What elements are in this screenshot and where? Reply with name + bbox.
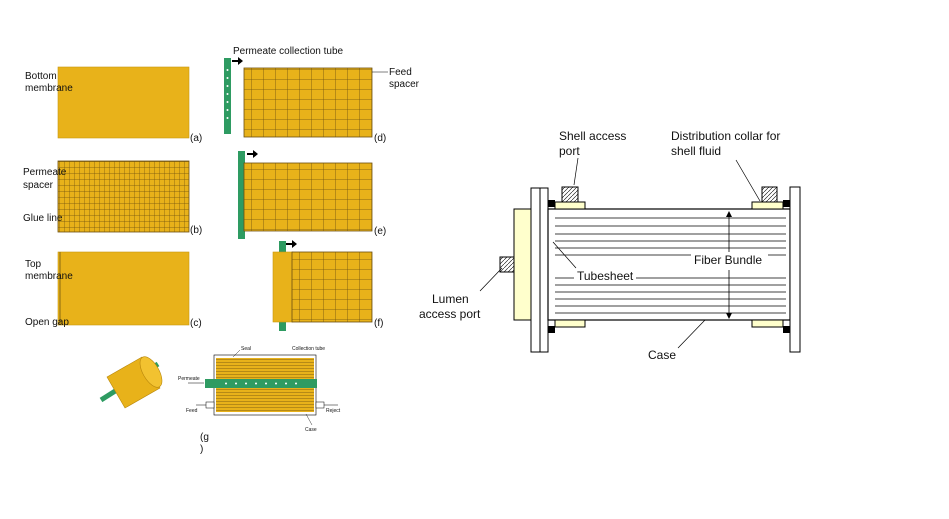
lumen-access-port bbox=[499, 256, 515, 273]
arrow-f-icon bbox=[286, 240, 297, 248]
shell-access-port-left bbox=[561, 186, 579, 203]
tubesheet-leader bbox=[552, 241, 577, 269]
arrow-d-icon bbox=[232, 57, 243, 65]
lumen-end-cap bbox=[513, 208, 532, 321]
feed-port bbox=[205, 401, 215, 409]
panel-e: (e) bbox=[238, 150, 386, 239]
panel-b-label: (b) bbox=[190, 225, 202, 236]
bottom-membrane bbox=[57, 66, 190, 139]
permeate-collection-tube bbox=[224, 58, 231, 134]
glue-line-label: Glue line bbox=[23, 213, 63, 224]
flange-bolt-icon bbox=[783, 326, 790, 333]
left-flange-inner bbox=[539, 187, 549, 353]
feed-spacer-d bbox=[243, 67, 373, 138]
panel-c-label: (c) bbox=[190, 318, 202, 329]
distribution-collar-left-top bbox=[554, 201, 586, 210]
case-label-g: Case bbox=[305, 427, 317, 433]
shell-access-port-right bbox=[761, 186, 778, 203]
collar-label-1: Distribution collar for bbox=[671, 129, 780, 143]
permeate-spacer bbox=[57, 160, 190, 233]
reject-label: Reject bbox=[326, 408, 341, 414]
panel-c: Top membrane Open gap (c) bbox=[25, 251, 202, 329]
open-gap-label: Open gap bbox=[25, 317, 69, 328]
top-membrane bbox=[57, 251, 190, 326]
panel-a-label: (a) bbox=[190, 133, 202, 144]
case-leader bbox=[305, 413, 313, 426]
lumen-port-label-1: Lumen bbox=[432, 292, 469, 306]
lumen-port-leader bbox=[479, 267, 503, 292]
panel-f-label: (f) bbox=[374, 318, 383, 329]
collar-leader bbox=[735, 159, 761, 202]
feed-spacer-f bbox=[291, 251, 373, 323]
shell-port-label-1: Shell access bbox=[559, 129, 626, 143]
feed-spacer-label-2: spacer bbox=[389, 79, 420, 90]
distribution-collar-right-top bbox=[751, 201, 784, 210]
case-leader bbox=[677, 319, 706, 349]
top-membrane-label-1: Top bbox=[25, 259, 42, 270]
distribution-collar-left-bottom bbox=[554, 319, 586, 328]
seal-label: Seal bbox=[241, 346, 251, 352]
panel-f: (f) bbox=[272, 240, 383, 331]
collar-label-2: shell fluid bbox=[671, 144, 721, 158]
panel-d: Permeate collection tube Feed spacer (d) bbox=[224, 46, 420, 144]
spiral-module-cylinder bbox=[99, 356, 163, 409]
flange-bolt-icon bbox=[548, 200, 555, 207]
spiral-module-housing: Seal Collection tube Permeate Feed Rejec… bbox=[178, 346, 341, 455]
left-figure: Bottom membrane (a) Permeate spacer Glue… bbox=[23, 46, 420, 455]
feed-spacer-e bbox=[243, 162, 373, 232]
permeate-spacer-label-1: Permeate bbox=[23, 167, 67, 178]
bottom-membrane-label-2: membrane bbox=[25, 83, 73, 94]
arrow-up-icon bbox=[726, 211, 732, 217]
flange-bolt-icon bbox=[783, 200, 790, 207]
distribution-collar-right-bottom bbox=[751, 319, 784, 328]
panel-d-label: (d) bbox=[374, 133, 386, 144]
fiber-bundle-label-bg bbox=[691, 252, 768, 268]
rolled-membrane-f bbox=[272, 251, 294, 323]
bottom-membrane-label-1: Bottom bbox=[25, 71, 57, 82]
permeate-tube-label: Permeate collection tube bbox=[233, 46, 344, 57]
tubesheet-label-bg bbox=[574, 267, 636, 284]
panel-a: Bottom membrane (a) bbox=[25, 66, 202, 144]
case-label: Case bbox=[648, 348, 676, 362]
reject-port bbox=[315, 401, 325, 409]
permeate-label: Permeate bbox=[178, 376, 200, 382]
shell-port-leader bbox=[573, 157, 579, 186]
tube-holes bbox=[226, 69, 229, 119]
module-collection-tube bbox=[205, 379, 317, 388]
panel-b: Permeate spacer Glue line (b) bbox=[23, 160, 202, 236]
panel-g-label-2: ) bbox=[200, 444, 203, 455]
feed-label: Feed bbox=[186, 408, 198, 414]
fiber-bundle-label: Fiber Bundle bbox=[694, 253, 762, 267]
seal-leader bbox=[232, 349, 241, 358]
collection-tube-e bbox=[238, 151, 245, 239]
lumen-port-label-2: access port bbox=[419, 307, 481, 321]
collection-tube-label: Collection tube bbox=[292, 346, 325, 352]
right-figure: Shell access port Distribution collar fo… bbox=[419, 129, 801, 362]
cylinder-end bbox=[139, 356, 163, 388]
feed-spacer-label-1: Feed bbox=[389, 67, 412, 78]
module-tube-holes bbox=[225, 382, 297, 385]
shell-port-label-2: port bbox=[559, 144, 580, 158]
top-membrane-label-2: membrane bbox=[25, 271, 73, 282]
flange-bolt-icon bbox=[548, 326, 555, 333]
permeate-spacer-label-2: spacer bbox=[23, 180, 54, 191]
left-flange-outer bbox=[530, 187, 541, 353]
arrow-e-icon bbox=[247, 150, 258, 158]
arrow-down-icon bbox=[726, 313, 732, 319]
panel-g-label-1: (g bbox=[200, 432, 209, 443]
panel-e-label: (e) bbox=[374, 226, 386, 237]
tubesheet-label: Tubesheet bbox=[577, 269, 634, 283]
right-flange bbox=[789, 186, 801, 353]
